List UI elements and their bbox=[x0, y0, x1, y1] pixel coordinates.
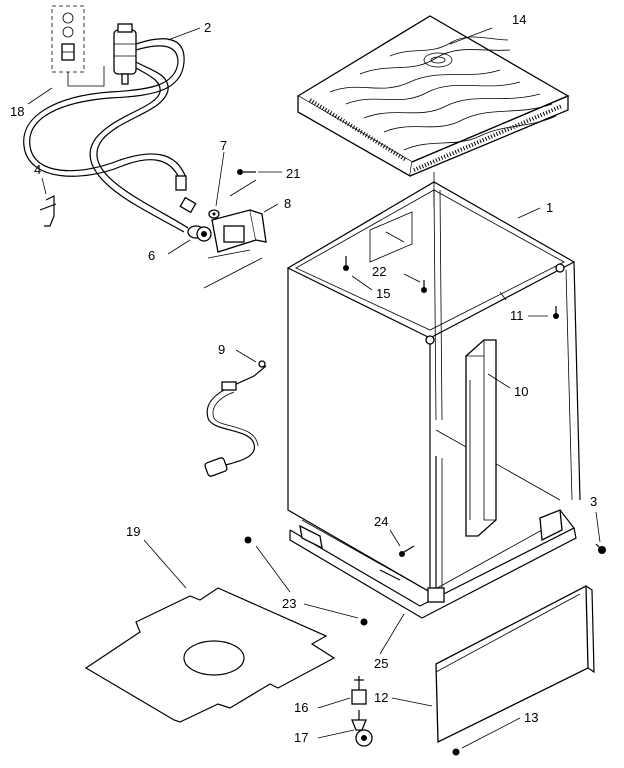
callout-16: 16 bbox=[294, 700, 308, 715]
part-9-power-cord bbox=[204, 360, 267, 477]
callout-22: 22 bbox=[372, 264, 386, 279]
part-2-inlet-valve-hose bbox=[23, 23, 197, 233]
part-24-screw bbox=[399, 545, 415, 557]
callout-10: 10 bbox=[514, 384, 528, 399]
part-7-washer bbox=[208, 209, 220, 219]
part-23-screw-right bbox=[360, 618, 368, 626]
callout-23: 23 bbox=[282, 596, 296, 611]
part-3-screw bbox=[595, 543, 606, 554]
part-10-front-brace bbox=[465, 339, 497, 537]
part-21-screw bbox=[229, 169, 257, 197]
callout-17: 17 bbox=[294, 730, 308, 745]
callout-9: 9 bbox=[218, 342, 225, 357]
callout-2: 2 bbox=[204, 20, 211, 35]
part-1-cabinet-frame bbox=[286, 181, 581, 619]
part-22-screw bbox=[421, 280, 427, 293]
callout-7: 7 bbox=[220, 138, 227, 153]
callout-4: 4 bbox=[34, 162, 41, 177]
part-19-floor-pad bbox=[84, 587, 336, 723]
part-4-bracket bbox=[39, 177, 57, 227]
part-6-fitting bbox=[187, 225, 212, 242]
part-18-valve-kit bbox=[51, 5, 105, 87]
part-13-screw bbox=[452, 748, 460, 756]
callout-14: 14 bbox=[512, 12, 526, 27]
callout-24: 24 bbox=[374, 514, 388, 529]
callout-13: 13 bbox=[524, 710, 538, 725]
leader-lines bbox=[27, 27, 601, 749]
part-8-junction-box bbox=[203, 209, 267, 289]
callout-18: 18 bbox=[10, 104, 24, 119]
callout-3: 3 bbox=[590, 494, 597, 509]
callout-6: 6 bbox=[148, 248, 155, 263]
callout-21: 21 bbox=[286, 166, 300, 181]
part-16-leveling-leg bbox=[351, 676, 367, 705]
part-12-kick-panel bbox=[435, 584, 595, 744]
callout-11: 11 bbox=[510, 308, 524, 323]
callout-25: 25 bbox=[374, 656, 388, 671]
callout-19: 19 bbox=[126, 524, 140, 539]
callout-1: 1 bbox=[546, 200, 553, 215]
part-23-screw-left bbox=[244, 536, 252, 544]
part-15-screw bbox=[343, 256, 349, 271]
part-11-screw bbox=[553, 306, 559, 319]
callout-12: 12 bbox=[374, 690, 388, 705]
part-14-wood-top bbox=[296, 15, 570, 206]
callout-15: 15 bbox=[376, 286, 390, 301]
callout-8: 8 bbox=[284, 196, 291, 211]
part-17-caster bbox=[351, 710, 373, 747]
